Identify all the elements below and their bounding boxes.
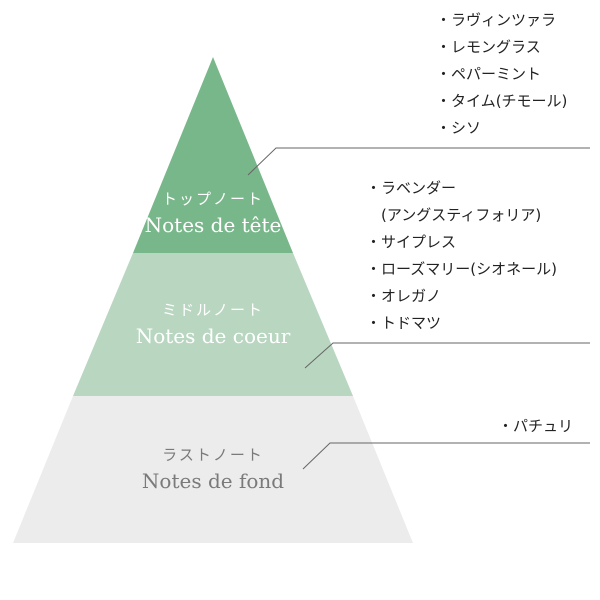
- list-item: ・タイム(チモール): [436, 92, 568, 110]
- list-item: ・ラベンダー: [366, 179, 457, 197]
- leader-line-top: [247, 147, 590, 176]
- middle-notes-list: ・ラベンダー (アングスティフォリア) ・サイプレス ・ローズマリー(シオネール…: [366, 175, 557, 337]
- tier-middle-label: ミドルノート Notes de coeur: [113, 299, 313, 348]
- list-item: ・ペパーミント: [436, 65, 542, 83]
- tier-middle-fr: Notes de coeur: [135, 324, 291, 348]
- tier-top-fr: Notes de tête: [144, 213, 282, 237]
- tier-top-shape: [133, 57, 293, 253]
- list-item: ・トドマツ: [366, 314, 442, 332]
- list-item: ・パチュリ: [498, 417, 574, 435]
- tier-top-label: トップノート Notes de tête: [113, 188, 313, 237]
- tier-base-jp: ラストノート: [162, 446, 264, 464]
- list-item: ・ラヴィンツァラ: [436, 11, 557, 29]
- list-item: ・オレガノ: [366, 287, 442, 305]
- tier-base-label: ラストノート Notes de fond: [113, 444, 313, 493]
- list-item: ・シソ: [436, 119, 482, 137]
- list-item: (アングスティフォリア): [366, 206, 542, 224]
- base-notes-list: ・パチュリ: [498, 413, 573, 440]
- leader-line-base: [302, 442, 590, 470]
- leader-line-middle: [304, 342, 590, 369]
- top-notes-list: ・ラヴィンツァラ ・レモングラス ・ペパーミント ・タイム(チモール) ・シソ: [436, 7, 567, 142]
- tier-middle-shape: [73, 253, 353, 396]
- tier-middle-jp: ミドルノート: [161, 301, 264, 319]
- list-item: ・レモングラス: [436, 38, 541, 56]
- list-item: ・サイプレス: [366, 233, 457, 251]
- tier-top-jp: トップノート: [161, 190, 264, 208]
- tier-base-shape: [13, 396, 413, 543]
- tier-base-fr: Notes de fond: [141, 469, 285, 493]
- list-item: ・ローズマリー(シオネール): [366, 260, 557, 278]
